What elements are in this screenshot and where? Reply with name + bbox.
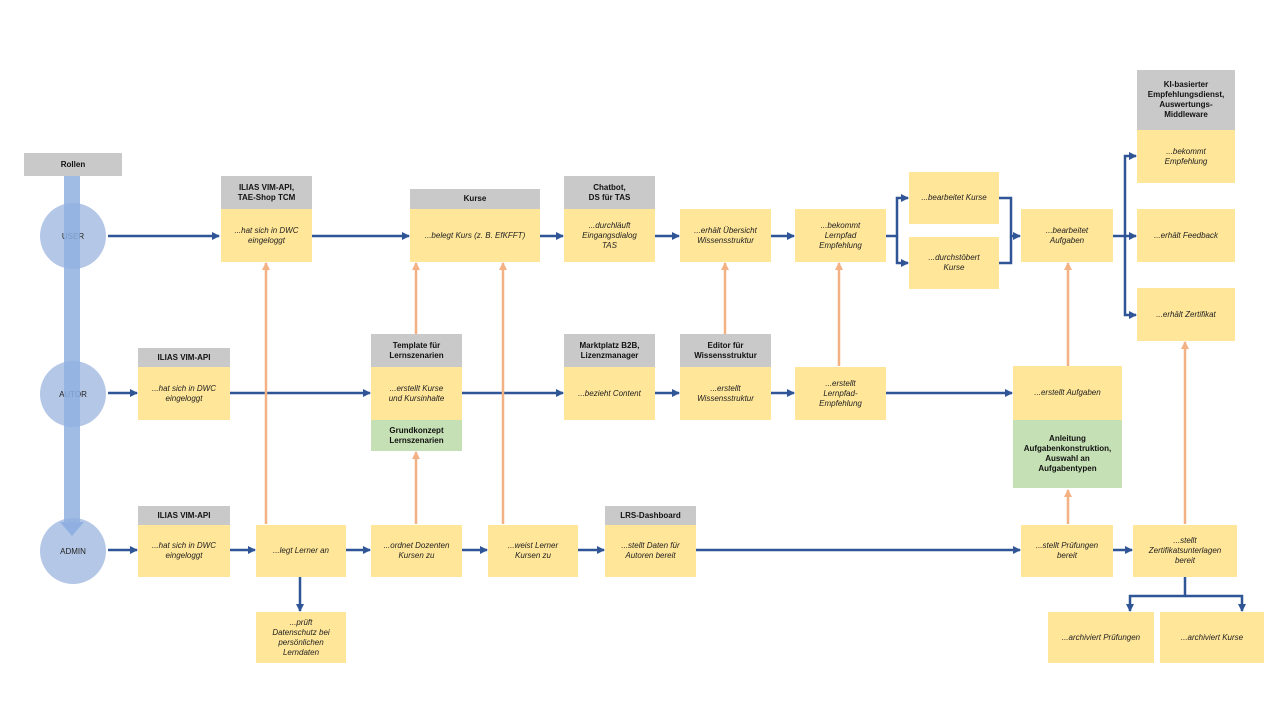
system-editor: Editor für Wissensstruktur bbox=[680, 334, 771, 367]
role-sequence-bar bbox=[64, 176, 80, 526]
step-admin-login: ...hat sich in DWC eingeloggt bbox=[138, 525, 230, 577]
step-admin-datenschutz: ...prüft Datenschutz bei persönlichen Le… bbox=[256, 612, 346, 663]
admin-flow-arrows bbox=[108, 546, 1246, 612]
arrow-admin-arch-kurse bbox=[1185, 594, 1246, 612]
step-user-belegt: ...belegt Kurs (z. B. EfKFFT) bbox=[410, 209, 540, 262]
step-autor-login: ...hat sich in DWC eingeloggt bbox=[138, 367, 230, 420]
step-user-lernpfad: ...bekommt Lernpfad Empfehlung bbox=[795, 209, 886, 262]
arrow-user-bearbeitet-kurse bbox=[886, 194, 909, 238]
step-user-login: ...hat sich in DWC eingeloggt bbox=[221, 209, 312, 262]
role-sequence-arrowhead bbox=[60, 522, 84, 536]
step-autor-kurse: ...erstellt Kurse und Kursinhalte bbox=[371, 367, 462, 420]
support-arrows bbox=[262, 262, 1189, 524]
system-ki: KI-basierter Empfehlungsdienst, Auswertu… bbox=[1137, 70, 1235, 130]
step-autor-lernpfad: ...erstellt Lernpfad- Empfehlung bbox=[795, 367, 886, 420]
system-ilias-autor: ILIAS VIM-API bbox=[138, 348, 230, 367]
arrow-user-zertifikat bbox=[1123, 236, 1137, 319]
arrow-user-durchstoebert bbox=[895, 236, 909, 267]
step-autor-content: ...bezieht Content bbox=[564, 367, 655, 420]
step-admin-zert: ...stellt Zertifikatsunterlagen bereit bbox=[1133, 525, 1237, 577]
grundkonzept-box: Grundkonzept Lernszenarien bbox=[371, 420, 462, 451]
system-chatbot: Chatbot, DS für TAS bbox=[564, 176, 655, 209]
step-admin-dozenten: ...ordnet Dozenten Kursen zu bbox=[371, 525, 462, 577]
system-marktplatz: Marktplatz B2B, Lizenzmanager bbox=[564, 334, 655, 367]
user-flow-arrows bbox=[108, 152, 1137, 319]
system-ilias-admin: ILIAS VIM-API bbox=[138, 506, 230, 525]
step-autor-aufgaben: ...erstellt Aufgaben bbox=[1013, 366, 1122, 420]
system-ilias-tae: ILIAS VIM-API, TAE-Shop TCM bbox=[221, 176, 312, 209]
step-admin-lerner-kurse: ...weist Lerner Kursen zu bbox=[488, 525, 578, 577]
step-admin-arch-pruef: ...archiviert Prüfungen bbox=[1048, 612, 1154, 663]
step-user-durchlaeuft: ...durchläuft Eingangsdialog TAS bbox=[564, 209, 655, 262]
system-kurse: Kurse bbox=[410, 189, 540, 209]
step-admin-daten: ...stellt Daten für Autoren bereit bbox=[605, 525, 696, 577]
step-admin-lerner: ...legt Lerner an bbox=[256, 525, 346, 577]
step-user-durchstoebert: ...durchstöbert Kurse bbox=[909, 237, 999, 289]
step-user-uebersicht: ...erhält Übersicht Wissensstruktur bbox=[680, 209, 771, 262]
step-user-feedback: ...erhält Feedback bbox=[1137, 209, 1235, 262]
anleitung-box: Anleitung Aufgabenkonstruktion, Auswahl … bbox=[1013, 420, 1122, 488]
system-lrs: LRS-Dashboard bbox=[605, 506, 696, 525]
step-admin-arch-kurse: ...archiviert Kurse bbox=[1160, 612, 1264, 663]
step-user-bearbeitet-kurse: ...bearbeitet Kurse bbox=[909, 172, 999, 224]
step-user-aufgaben: ...bearbeitet Aufgaben bbox=[1021, 209, 1113, 262]
arrow-user-aufgaben-a bbox=[999, 196, 1021, 240]
step-autor-wissen: ...erstellt Wissensstruktur bbox=[680, 367, 771, 420]
arrow-user-empfehlung bbox=[1113, 152, 1137, 238]
system-template: Template für Lernszenarien bbox=[371, 334, 462, 367]
arrow-user-aufgaben-b bbox=[999, 236, 1013, 265]
roles-header: Rollen bbox=[24, 153, 122, 176]
arrow-admin-arch-pruef bbox=[1126, 577, 1187, 612]
step-user-zertifikat: ...erhält Zertifikat bbox=[1137, 288, 1235, 341]
step-admin-pruefungen: ...stellt Prüfungen bereit bbox=[1021, 525, 1113, 577]
step-user-empfehlung: ...bekommt Empfehlung bbox=[1137, 130, 1235, 183]
